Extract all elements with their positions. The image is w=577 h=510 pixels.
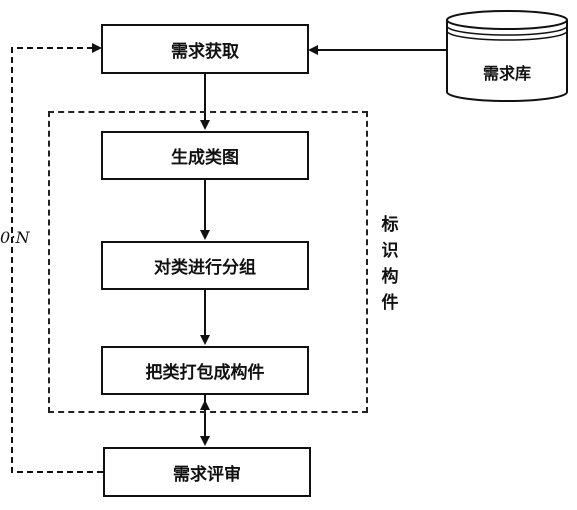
node-group-classes[interactable]: 对类进行分组 [101, 241, 309, 290]
repository-label: 需求库 [482, 64, 531, 83]
group-label-char: 构 [381, 267, 399, 287]
node-package[interactable]: 把类打包成构件 [101, 346, 309, 395]
node-review[interactable]: 需求评审 [103, 447, 311, 497]
node-package-label: 把类打包成构件 [145, 363, 265, 383]
identify-components-group [48, 111, 368, 413]
group-label: 标 识 构 件 [378, 212, 402, 316]
database-icon [446, 10, 568, 102]
group-label-char: 件 [381, 293, 399, 313]
node-class-diagram[interactable]: 生成类图 [101, 131, 309, 180]
node-group-classes-label: 对类进行分组 [154, 258, 256, 278]
node-acquire-label: 需求获取 [171, 41, 239, 62]
feedback-loop-arrow [11, 43, 103, 473]
node-class-diagram-label: 生成类图 [171, 148, 239, 168]
group-label-char: 识 [381, 241, 399, 261]
node-acquire[interactable]: 需求获取 [101, 24, 309, 74]
node-review-label: 需求评审 [173, 464, 241, 485]
group-label-char: 标 [381, 215, 399, 235]
loop-multiplicity-label: 0:N [0, 228, 30, 247]
